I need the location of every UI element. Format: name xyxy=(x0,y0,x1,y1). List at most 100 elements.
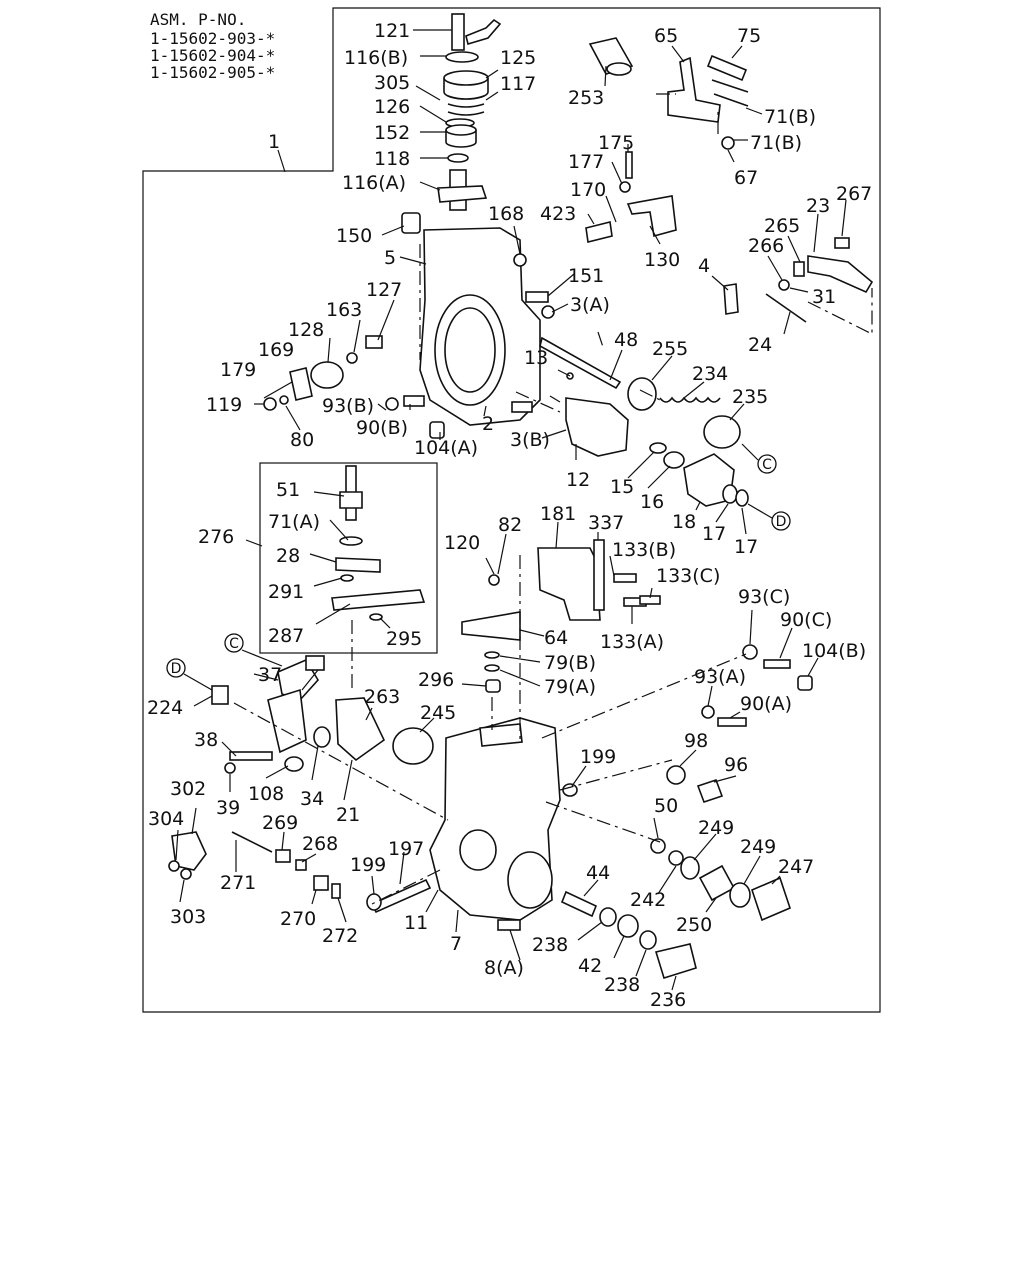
spring-235 xyxy=(703,415,741,449)
callout-119: 119 xyxy=(206,394,242,416)
callout-79a: 79(A) xyxy=(544,676,596,698)
spring-169 xyxy=(310,361,344,389)
bolt-127 xyxy=(365,335,383,349)
assembly-callout: 1 xyxy=(268,131,280,153)
spring-24 xyxy=(765,293,807,323)
callout-90a: 90(A) xyxy=(740,693,792,715)
callout-169: 169 xyxy=(258,339,294,361)
lever-12 xyxy=(565,397,629,457)
dash-m xyxy=(541,653,747,739)
ref-marker-c-lower xyxy=(224,633,244,653)
callout-120: 120 xyxy=(444,532,480,554)
housing-top-plate xyxy=(479,723,523,747)
block-37 xyxy=(305,655,325,671)
nut-42 xyxy=(617,914,639,938)
dash-j xyxy=(233,702,449,821)
callout-304: 304 xyxy=(148,808,184,830)
bushing-108 xyxy=(284,756,304,772)
cap-top-125 xyxy=(443,70,489,86)
washer-303 xyxy=(180,868,192,880)
callout-3b: 3(B) xyxy=(510,429,550,451)
callout-271: 271 xyxy=(220,872,256,894)
plug-199b xyxy=(366,893,382,911)
callout-268: 268 xyxy=(302,833,338,855)
lower-housing-port xyxy=(459,829,497,871)
washer-79a xyxy=(484,664,500,672)
callout-118: 118 xyxy=(374,148,410,170)
bracket-121 xyxy=(465,18,502,46)
header-title: ASM. P-NO. xyxy=(150,10,246,29)
callout-39: 39 xyxy=(216,797,240,819)
callout-90b: 90(B) xyxy=(356,417,408,439)
bolt-90b xyxy=(403,395,425,407)
callout-168: 168 xyxy=(488,203,524,225)
callout-labels: 121 116(B) 125 305 117 126 152 118 116(A… xyxy=(147,20,872,1011)
callout-71b-2: 71(B) xyxy=(750,132,802,154)
callout-199b: 199 xyxy=(350,854,386,876)
nut-268 xyxy=(295,859,307,871)
washer-17b xyxy=(735,489,749,507)
lever-23 xyxy=(807,255,874,294)
callout-303: 303 xyxy=(170,906,206,928)
callout-90c: 90(C) xyxy=(780,609,832,631)
callout-44: 44 xyxy=(586,862,610,884)
assembly-part-number-block: ASM. P-NO. 1-15602-903-* 1-15602-904-* 1… xyxy=(150,10,275,82)
hub-51 xyxy=(339,491,363,509)
nut-93b xyxy=(385,397,399,411)
ref-marker-c-lower-text: C xyxy=(229,636,239,652)
callout-245: 245 xyxy=(420,702,456,724)
callout-28: 28 xyxy=(276,545,300,567)
spring-34 xyxy=(313,726,331,748)
ref-marker-d-upper xyxy=(771,511,791,531)
callout-302: 302 xyxy=(170,778,206,800)
callout-8a: 8(A) xyxy=(484,957,524,979)
callout-98: 98 xyxy=(684,730,708,752)
callout-181: 181 xyxy=(540,503,576,525)
bolt-3b xyxy=(511,401,533,413)
rod-197 xyxy=(370,878,432,914)
callout-151: 151 xyxy=(568,265,604,287)
callout-116a: 116(A) xyxy=(342,172,406,194)
callout-179: 179 xyxy=(220,359,256,381)
ref-marker-c-upper xyxy=(757,454,777,474)
washer-116b xyxy=(445,51,479,63)
lever-263 xyxy=(335,697,386,762)
washer-249b xyxy=(729,882,751,908)
washer-79b xyxy=(484,651,500,659)
callout-269: 269 xyxy=(262,812,298,834)
washer-249a xyxy=(680,856,700,880)
part-number-3: 1-15602-905-* xyxy=(150,63,275,82)
callout-108: 108 xyxy=(248,783,284,805)
callout-104b: 104(B) xyxy=(802,640,866,662)
leader-lines xyxy=(175,29,847,991)
bolt-423 xyxy=(585,221,613,243)
callout-128: 128 xyxy=(288,319,324,341)
bolt-267 xyxy=(834,237,850,249)
sleeve-end-253 xyxy=(606,62,632,76)
diagram-frame xyxy=(142,7,881,1013)
callout-50: 50 xyxy=(654,795,678,817)
callout-38: 38 xyxy=(194,729,218,751)
bracket-181 xyxy=(537,547,601,621)
callout-34: 34 xyxy=(300,788,324,810)
callout-93c: 93(C) xyxy=(738,586,790,608)
callout-296: 296 xyxy=(418,669,454,691)
callout-270: 270 xyxy=(280,908,316,930)
sleeve-104a xyxy=(429,421,445,439)
callout-82: 82 xyxy=(498,514,522,536)
nut-266 xyxy=(778,279,790,291)
callout-18: 18 xyxy=(672,511,696,533)
callout-93a: 93(A) xyxy=(694,666,746,688)
callout-16: 16 xyxy=(640,491,664,513)
dash-l xyxy=(545,801,661,843)
bolt-3a xyxy=(541,305,555,319)
callout-31: 31 xyxy=(812,286,836,308)
callout-238a: 238 xyxy=(532,934,568,956)
housing-inner-bore xyxy=(444,307,496,393)
callout-125: 125 xyxy=(500,47,536,69)
callout-295: 295 xyxy=(386,628,422,650)
spring-234 xyxy=(659,396,721,403)
leader xyxy=(277,149,286,173)
nut-269 xyxy=(275,849,291,863)
